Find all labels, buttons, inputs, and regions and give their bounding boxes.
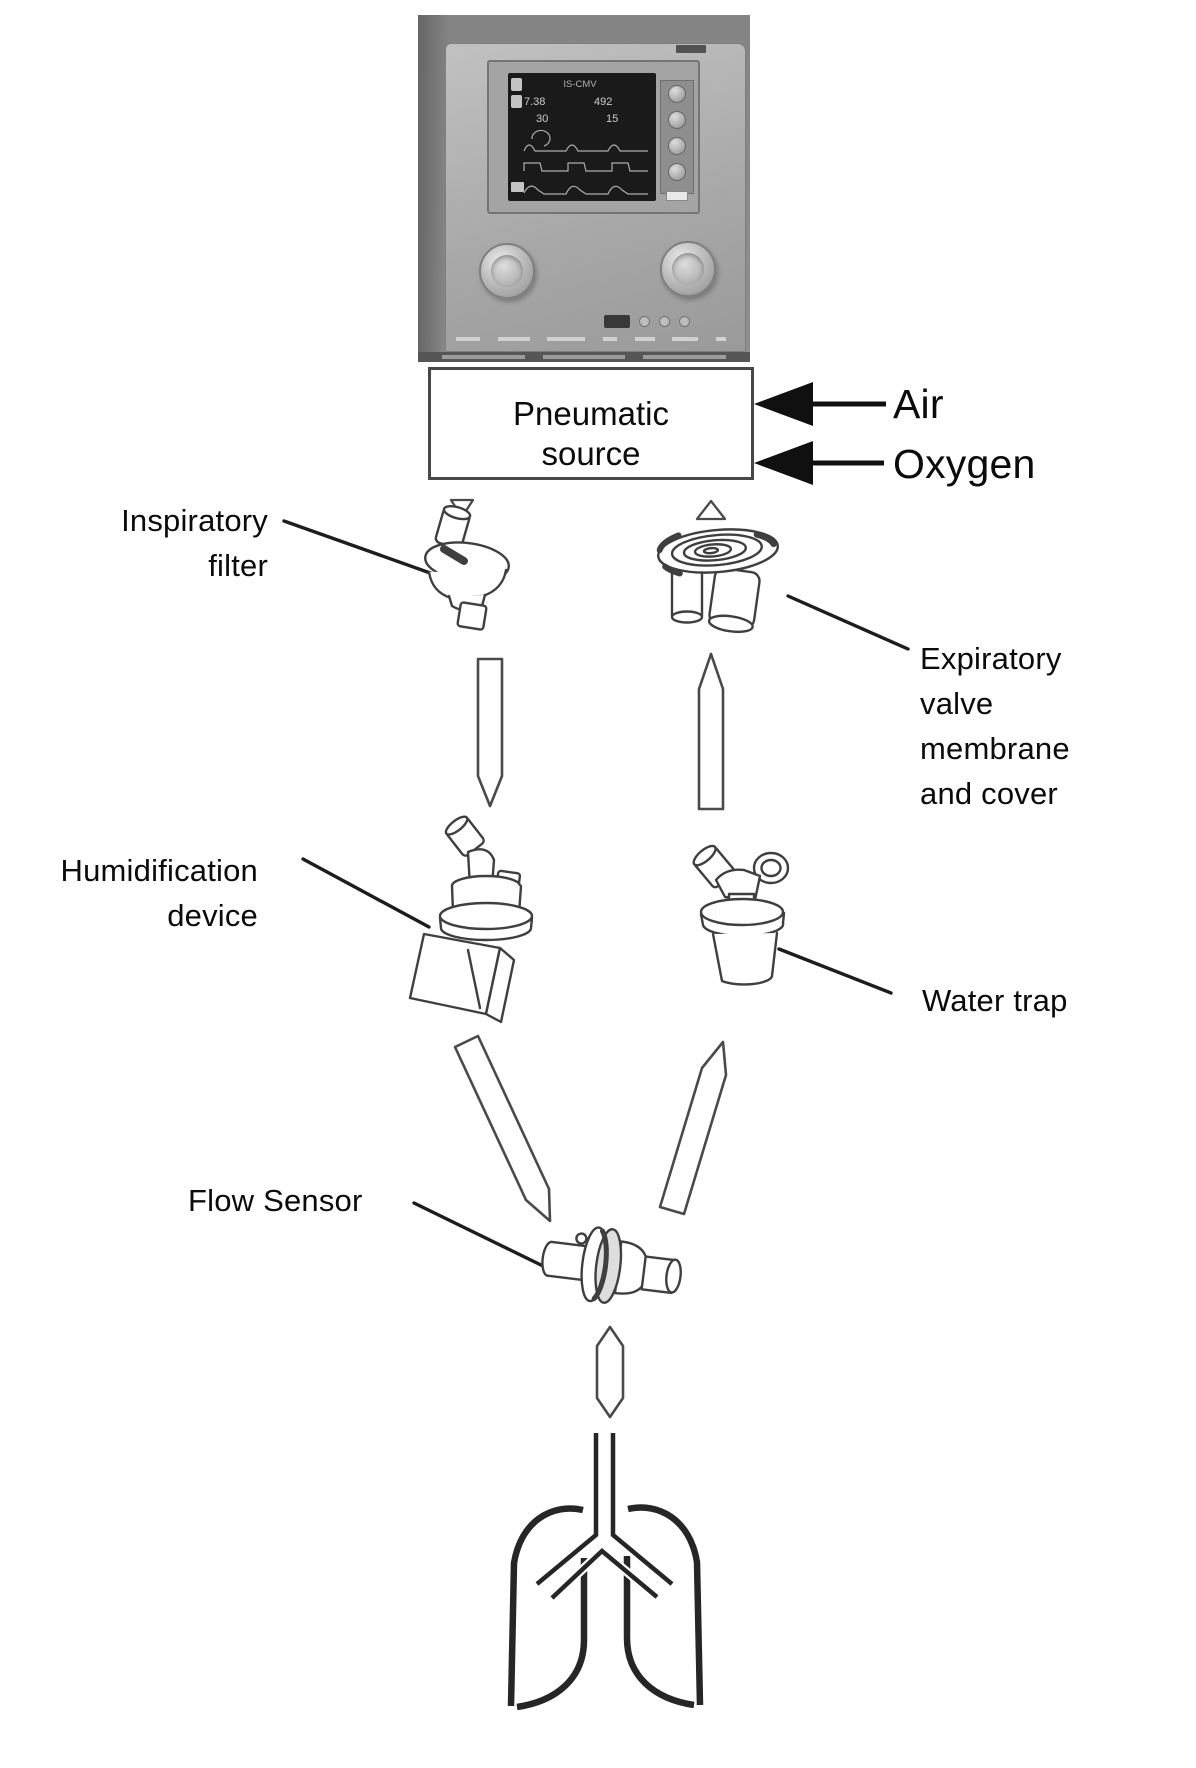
pneumatic-source-line1: Pneumatic <box>513 395 669 432</box>
inspiratory-filter-label-line1: Inspiratory <box>121 503 268 538</box>
right-rotary-knob[interactable] <box>660 241 716 297</box>
humidification-device-label-line1: Humidification <box>60 853 258 888</box>
screen-value-bottom-left: 30 <box>536 113 548 125</box>
pneumatic-source-box: Pneumatic source <box>428 367 754 480</box>
patient-flow-arrow <box>595 1325 625 1419</box>
flow-sensor-drawing <box>541 1226 682 1304</box>
screen-icon-bottom <box>511 182 524 192</box>
panel-round-button-3[interactable] <box>679 316 690 327</box>
expiratory-valve-leader-line <box>786 594 910 651</box>
screen-value-top-right: 492 <box>594 96 612 108</box>
air-supply-arrow <box>754 382 886 426</box>
left-rotary-knob[interactable] <box>479 243 535 299</box>
ventilator-base-strip <box>418 352 750 362</box>
expiratory-up-arrow <box>697 652 725 811</box>
right-lung-medial-outline <box>623 1556 695 1709</box>
screen-icon-mid <box>511 95 522 108</box>
screen-button-4[interactable] <box>668 163 686 181</box>
photo-left-shadow <box>418 15 450 362</box>
screen-waveform-volume <box>523 185 648 195</box>
inspiratory-down-arrow <box>476 657 504 808</box>
screen-waveform-pressure <box>523 162 648 172</box>
screen-loop-graphic <box>531 129 551 147</box>
screen-mode-text: IS-CMV <box>563 79 597 90</box>
expiratory-valve-label-line1: Expiratory <box>920 641 1062 676</box>
ventilator-screen-bezel: IS-CMV 7.38 492 30 15 <box>487 60 700 214</box>
expiratory-valve-label-line4: and cover <box>920 776 1058 811</box>
humidification-device-drawing <box>408 815 534 1024</box>
humidification-device-leader-line <box>301 857 431 929</box>
water-trap-label: Water trap <box>922 983 1068 1018</box>
humidification-device-label-line2: device <box>167 898 258 933</box>
expiratory-valve-label-line2: valve <box>920 686 994 721</box>
humidification-device-label: Humidification device <box>20 848 258 938</box>
water-trap-drawing <box>692 844 790 986</box>
panel-round-button-1[interactable] <box>639 316 650 327</box>
screen-value-top-left: 7.38 <box>524 96 545 108</box>
screen-button-1[interactable] <box>668 85 686 103</box>
screen-value-bottom-right: 15 <box>606 113 618 125</box>
oxygen-supply-arrow <box>754 441 884 485</box>
left-lung-outline <box>507 1505 584 1707</box>
front-panel-button-row <box>604 315 690 328</box>
expiratory-port-triangle-icon <box>695 499 727 521</box>
inspiratory-filter-label: Inspiratory filter <box>40 498 268 588</box>
trachea-right-line <box>610 1433 674 1586</box>
screen-button-slot[interactable] <box>666 191 688 201</box>
flow-sensor-label: Flow Sensor <box>188 1183 363 1218</box>
expiratory-valve-label: Expiratory valve membrane and cover <box>920 636 1070 816</box>
water-trap-leader-line <box>777 947 893 995</box>
trachea-left-line <box>535 1433 599 1586</box>
ventilator-logo <box>676 45 706 53</box>
panel-dark-button[interactable] <box>604 315 630 328</box>
right-lung-outline <box>627 1504 704 1706</box>
oxygen-label: Oxygen <box>893 441 1036 487</box>
pneumatic-source-line2: source <box>541 435 641 472</box>
screen-button-3[interactable] <box>668 137 686 155</box>
panel-label-strip <box>456 337 726 341</box>
screen-side-button-column <box>660 80 694 201</box>
screen-button-2[interactable] <box>668 111 686 129</box>
ventilator-photo: IS-CMV 7.38 492 30 15 <box>418 15 750 362</box>
left-lung-medial-outline <box>516 1558 588 1711</box>
air-label: Air <box>893 381 944 427</box>
flow-sensor-leader-line <box>412 1201 545 1268</box>
inspiratory-diagonal-arrow <box>453 1034 552 1223</box>
inspiratory-filter-leader-line <box>282 519 435 576</box>
expiratory-valve-drawing <box>656 528 779 634</box>
ventilator-screen: IS-CMV 7.38 492 30 15 <box>508 73 656 201</box>
inspiratory-filter-drawing <box>424 504 510 631</box>
expiratory-valve-label-line3: membrane <box>920 731 1070 766</box>
expiratory-diagonal-arrow <box>658 1040 728 1216</box>
screen-icon-top <box>511 78 522 91</box>
inspiratory-filter-label-line2: filter <box>208 548 268 583</box>
lungs-drawing <box>507 1433 704 1711</box>
screen-waveform-flow <box>523 144 648 152</box>
panel-round-button-2[interactable] <box>659 316 670 327</box>
bronchi-fork-line <box>550 1547 659 1600</box>
